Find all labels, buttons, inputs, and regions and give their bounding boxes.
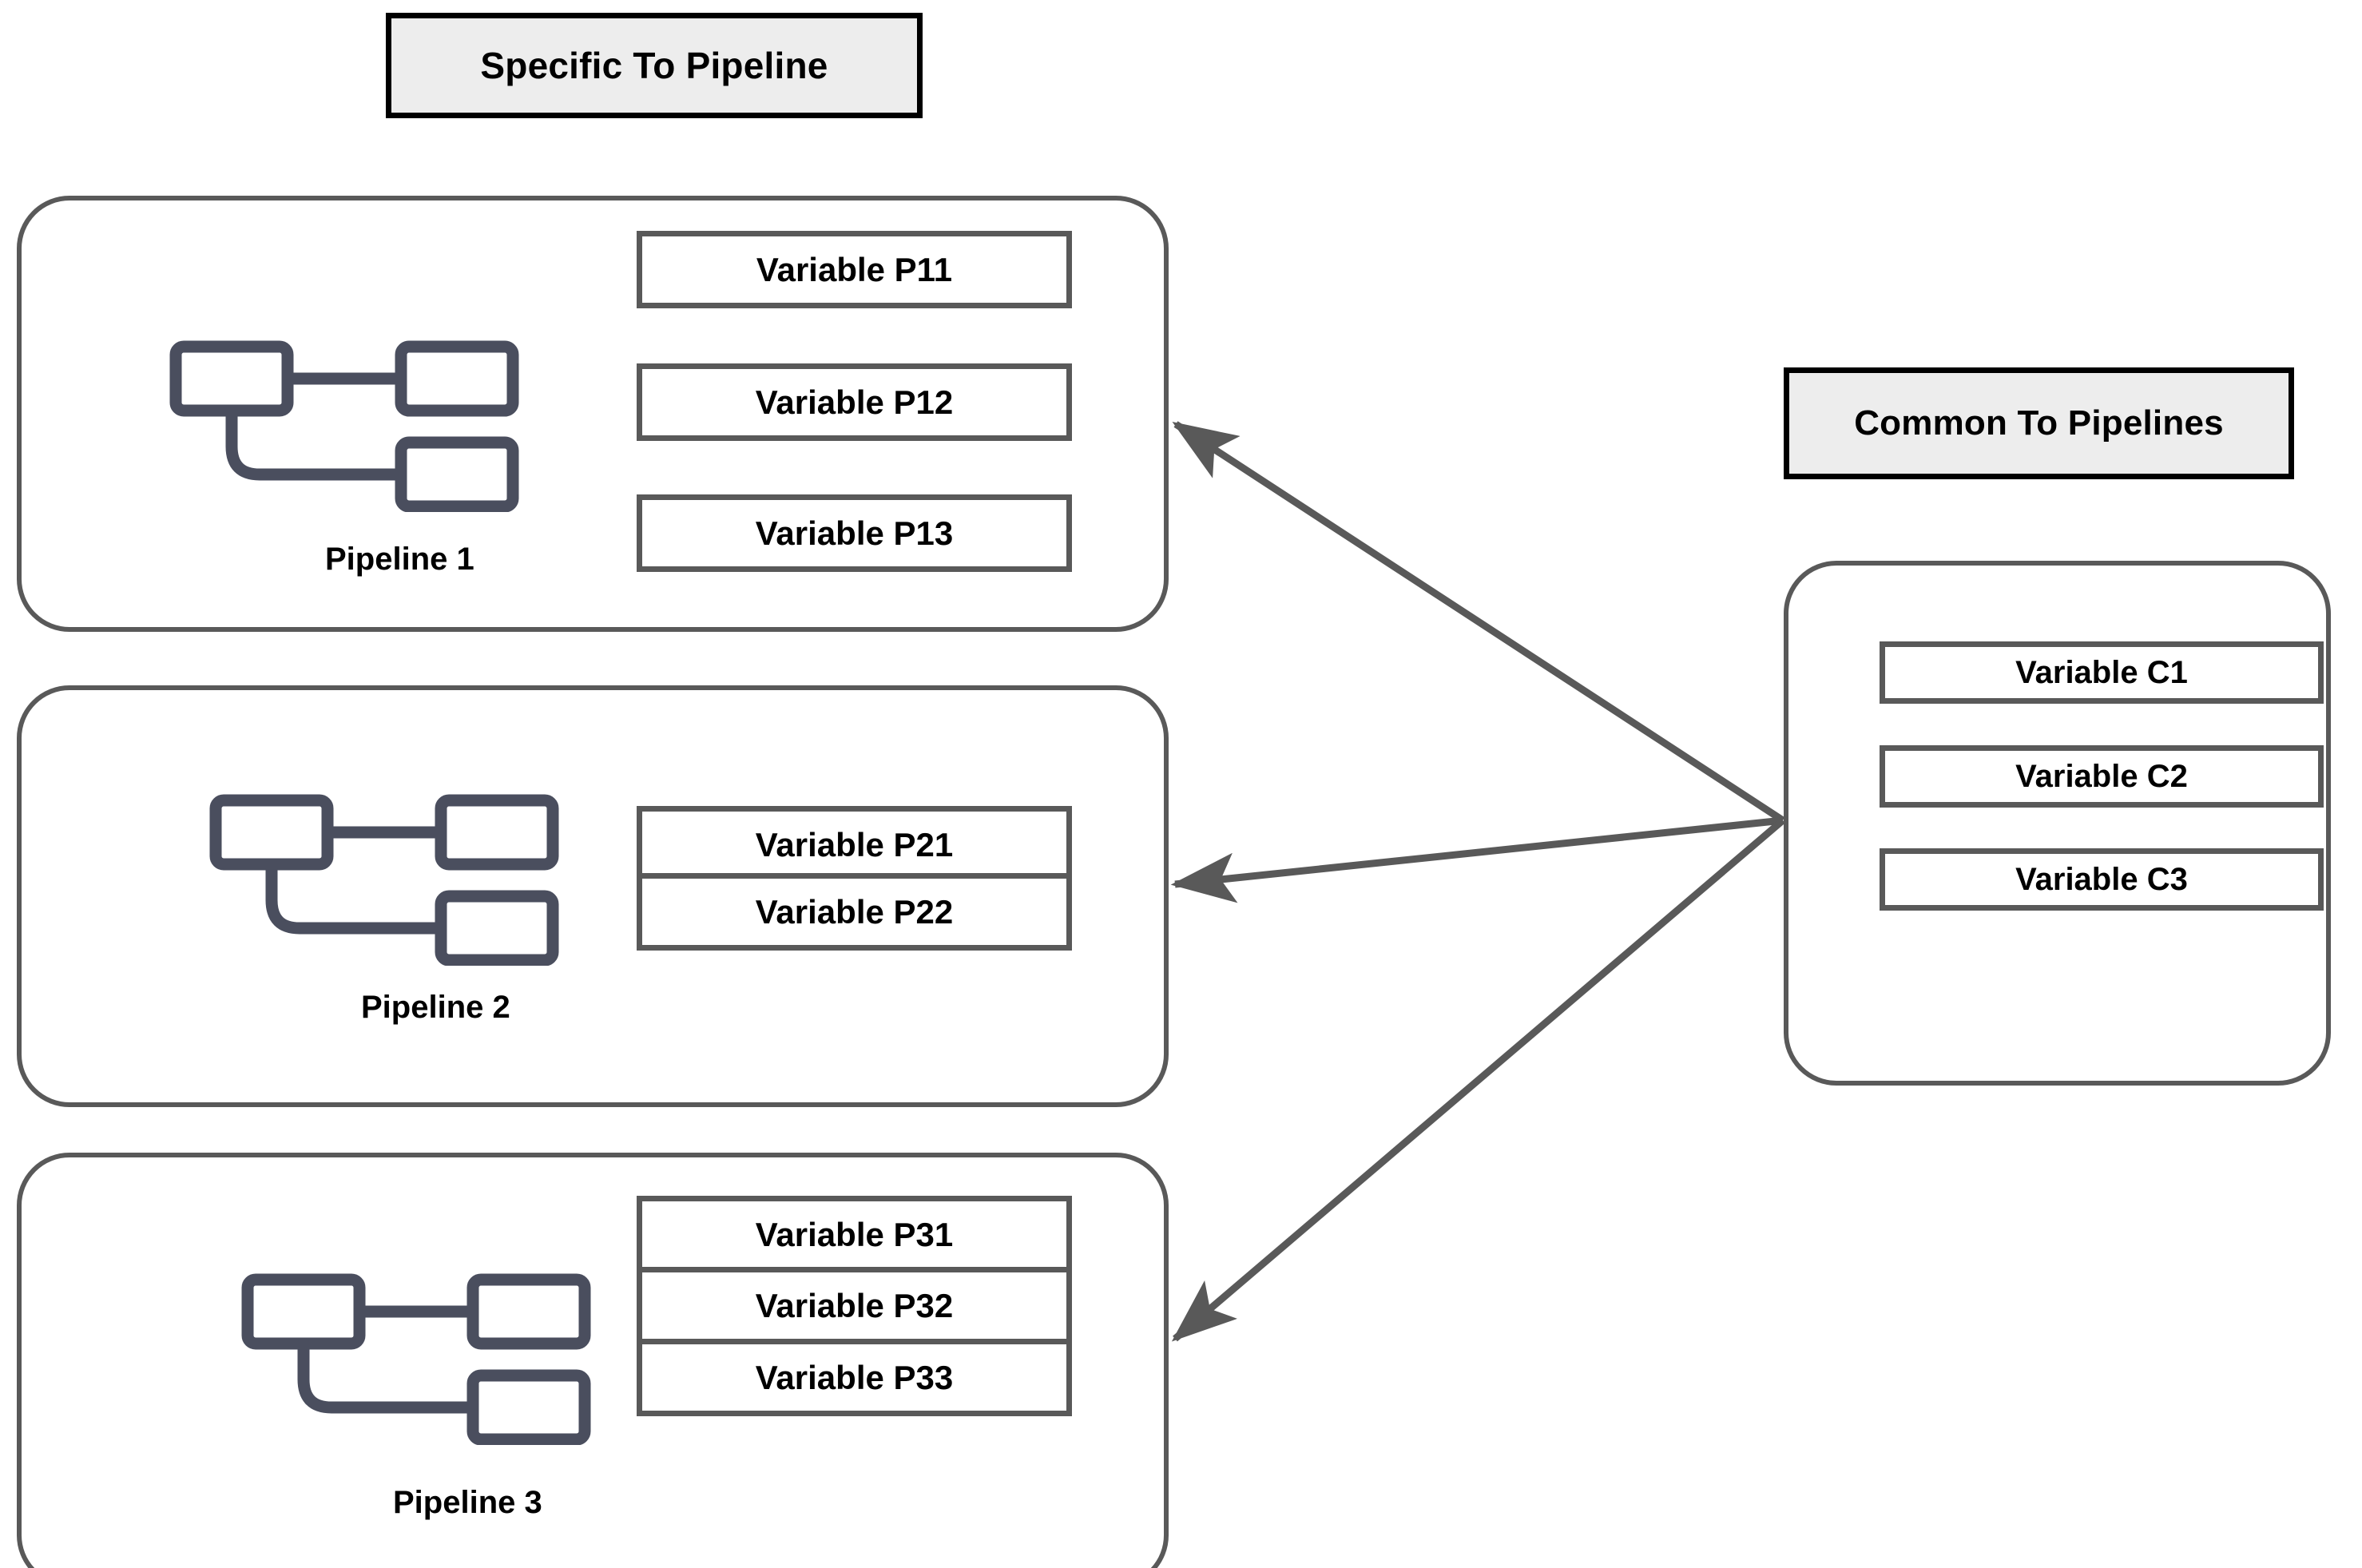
variable-box-p21[interactable]: Variable P21: [637, 806, 1072, 883]
pipeline-card-3: Pipeline 3 Variable P31 Variable P32 Var…: [17, 1153, 1169, 1568]
arrow-common-to-pipeline-3: [1171, 817, 1785, 1342]
pipeline-card-2: Pipeline 2 Variable P21 Variable P22: [17, 685, 1169, 1107]
pipeline-hierarchy-icon: [241, 1273, 591, 1445]
variable-box-p31[interactable]: Variable P31: [637, 1196, 1072, 1273]
variable-box-p32[interactable]: Variable P32: [637, 1267, 1072, 1344]
variable-box-p12[interactable]: Variable P12: [637, 363, 1072, 441]
variable-box-p13[interactable]: Variable P13: [637, 494, 1072, 572]
banner-specific-to-pipeline: Specific To Pipeline: [386, 13, 923, 118]
variable-box-p33[interactable]: Variable P33: [637, 1339, 1072, 1416]
pipeline-hierarchy-icon: [169, 340, 519, 512]
variable-box-c2[interactable]: Variable C2: [1880, 745, 2324, 808]
common-variables-panel: Variable C1 Variable C2 Variable C3: [1784, 561, 2331, 1086]
arrow-common-to-pipeline-1: [1172, 421, 1785, 824]
pipeline-card-1: Pipeline 1 Variable P11 Variable P12 Var…: [17, 196, 1169, 632]
pipeline-caption-2: Pipeline 2: [361, 990, 510, 1025]
pipeline-caption-1: Pipeline 1: [325, 542, 474, 577]
pipeline-hierarchy-icon: [209, 794, 559, 966]
variable-box-c1[interactable]: Variable C1: [1880, 641, 2324, 704]
banner-common-to-pipelines: Common To Pipelines: [1784, 367, 2294, 479]
variable-box-p11[interactable]: Variable P11: [637, 231, 1072, 308]
arrow-common-to-pipeline-2: [1170, 816, 1784, 903]
pipeline-caption-3: Pipeline 3: [393, 1485, 542, 1520]
variable-box-c3[interactable]: Variable C3: [1880, 848, 2324, 911]
variable-box-p22[interactable]: Variable P22: [637, 873, 1072, 951]
